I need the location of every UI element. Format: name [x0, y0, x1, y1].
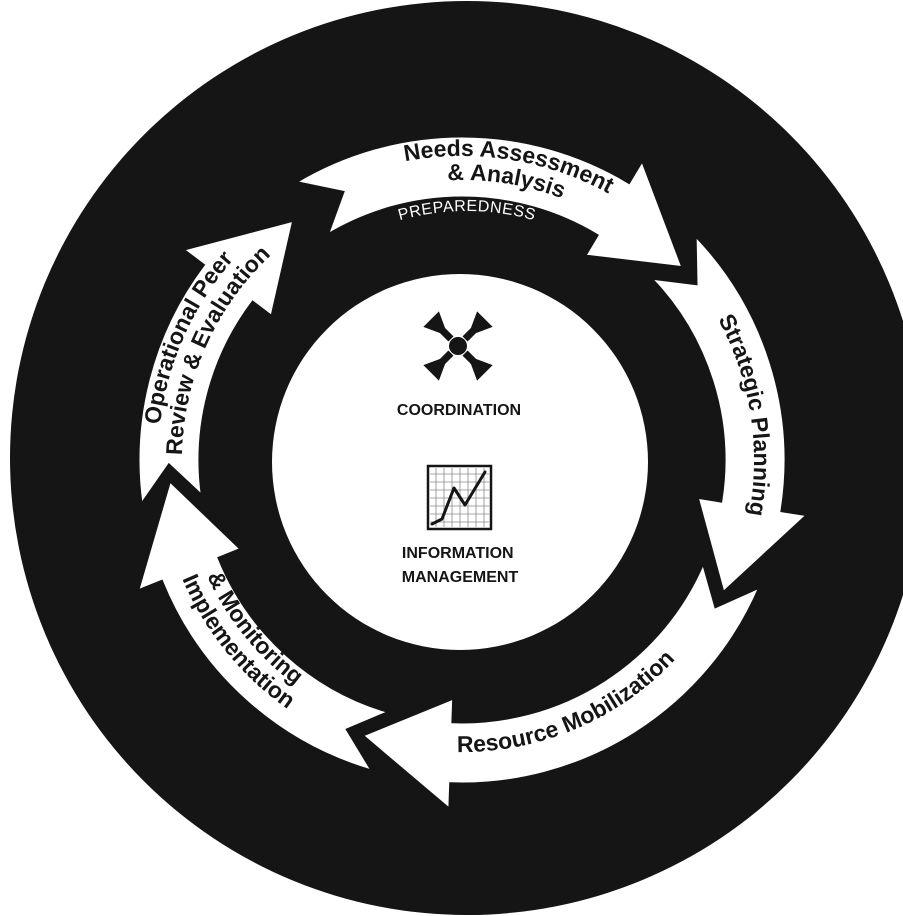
converging-arrows-center-dot — [449, 337, 467, 355]
cycle-arrow — [291, 134, 686, 270]
converging-arrows-icon — [423, 311, 493, 381]
graph-line — [430, 470, 487, 526]
center-disc — [272, 274, 648, 650]
arrow-top-right — [462, 311, 493, 342]
arrow-bottom-right — [462, 350, 493, 381]
coordination-label: COORDINATION — [397, 402, 521, 419]
cycle-arrow — [135, 477, 395, 774]
arrow-bottom-left — [423, 350, 454, 381]
cycle-arrow — [646, 231, 811, 596]
cycle-arrows — [135, 134, 811, 813]
arrow-top-left — [423, 311, 454, 342]
information-label-line2: MANAGEMENT — [402, 569, 519, 586]
line-graph-icon — [426, 464, 493, 531]
information-label-line1: INFORMATION — [402, 545, 514, 562]
cycle-arrow — [358, 557, 764, 813]
cycle-arrow — [136, 217, 296, 510]
information-management-label: INFORMATION MANAGEMENT — [402, 545, 519, 586]
